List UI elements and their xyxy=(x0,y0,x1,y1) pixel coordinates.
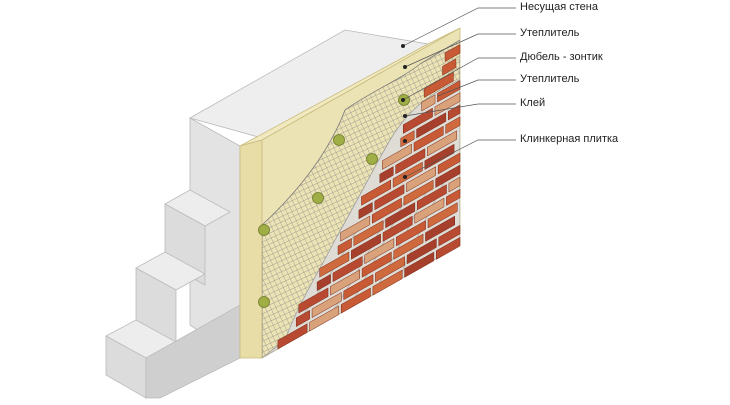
brick-tile xyxy=(337,238,352,256)
brick-tile xyxy=(392,161,423,188)
brick-tile xyxy=(403,179,434,206)
brick-tile xyxy=(435,164,461,188)
dowels xyxy=(258,94,410,308)
brick-tile xyxy=(413,125,444,152)
dowel xyxy=(258,296,270,308)
brick-tile xyxy=(395,148,426,175)
label-umbrella-dowel: Дюбель - зонтик xyxy=(520,51,603,63)
brick-tile xyxy=(425,215,456,242)
brick-tile xyxy=(416,184,447,211)
brick-tile xyxy=(319,251,350,278)
clinker-tile-layer xyxy=(277,44,461,350)
brick-tile xyxy=(361,251,392,278)
brick-tile xyxy=(309,305,340,332)
brick-tile xyxy=(340,215,371,242)
label-load-bearing-wall: Несущая стена xyxy=(520,1,598,13)
brick-tile xyxy=(358,202,373,220)
brick-tile xyxy=(435,236,461,260)
brick-tile xyxy=(448,176,461,193)
brick-tile xyxy=(437,152,461,175)
leader-insulation-2 xyxy=(437,79,516,97)
dowel xyxy=(312,192,324,204)
brick-tile xyxy=(277,323,308,350)
insulation-side xyxy=(239,139,263,359)
load-bearing-wall-block xyxy=(105,29,430,399)
brick-tile xyxy=(406,238,437,265)
brick-tile xyxy=(332,256,363,283)
brick-tile xyxy=(375,256,405,283)
label-glue: Клей xyxy=(520,97,546,109)
leader-umbrella-dowel xyxy=(402,57,516,101)
label-insulation-1: Утеплитель xyxy=(520,27,580,39)
brick-tile xyxy=(427,202,458,229)
dowel xyxy=(258,224,270,236)
brick-tile xyxy=(437,80,461,103)
leader-lines xyxy=(402,7,516,178)
dowel xyxy=(366,153,378,165)
brick-tile xyxy=(382,215,413,242)
brick-tile xyxy=(423,71,454,98)
leader-glue xyxy=(404,103,516,117)
brick-tile xyxy=(416,112,447,139)
brick-tile xyxy=(295,309,310,328)
leader-load-bearing-wall xyxy=(402,7,516,47)
brick-tile xyxy=(406,166,436,193)
brick-tile xyxy=(316,273,331,292)
brick-tile xyxy=(421,94,436,112)
brick-tile xyxy=(343,274,374,301)
brick-tile xyxy=(371,197,402,224)
brick-tile xyxy=(438,224,461,247)
brick-tile xyxy=(379,166,394,184)
brick-tile xyxy=(298,287,329,314)
brick-tile xyxy=(414,197,445,224)
brick-tile xyxy=(447,104,461,121)
brick-tile xyxy=(340,287,371,314)
brick-tile xyxy=(400,130,415,148)
brick-tile xyxy=(446,188,461,206)
dowel xyxy=(333,134,345,146)
brick-tile xyxy=(372,269,403,296)
brick-tile xyxy=(402,107,433,134)
label-insulation-2: Утеплитель xyxy=(520,73,580,85)
leader-clinker-tile xyxy=(404,139,516,178)
brick-tile xyxy=(374,184,405,211)
brick-tile xyxy=(353,220,384,247)
brick-tile xyxy=(361,179,391,206)
brick-tile xyxy=(442,58,457,76)
brick-tile xyxy=(444,44,461,63)
brick-tile xyxy=(393,233,424,260)
brick-tile xyxy=(404,251,435,278)
brick-tile xyxy=(427,130,457,157)
brick-tile xyxy=(382,143,412,170)
leader-insulation-1 xyxy=(404,33,516,68)
brick-tile xyxy=(385,202,416,229)
leader-dots xyxy=(401,44,407,179)
brick-tile xyxy=(445,116,461,134)
brick-tile xyxy=(396,220,426,247)
brick-tile xyxy=(364,238,395,265)
label-clinker-tile: Клинкерная плитка xyxy=(520,133,619,145)
wall-lower-side xyxy=(145,304,241,399)
brick-tile xyxy=(351,233,381,260)
brick-tile xyxy=(311,291,342,319)
brick-tile xyxy=(330,269,360,296)
